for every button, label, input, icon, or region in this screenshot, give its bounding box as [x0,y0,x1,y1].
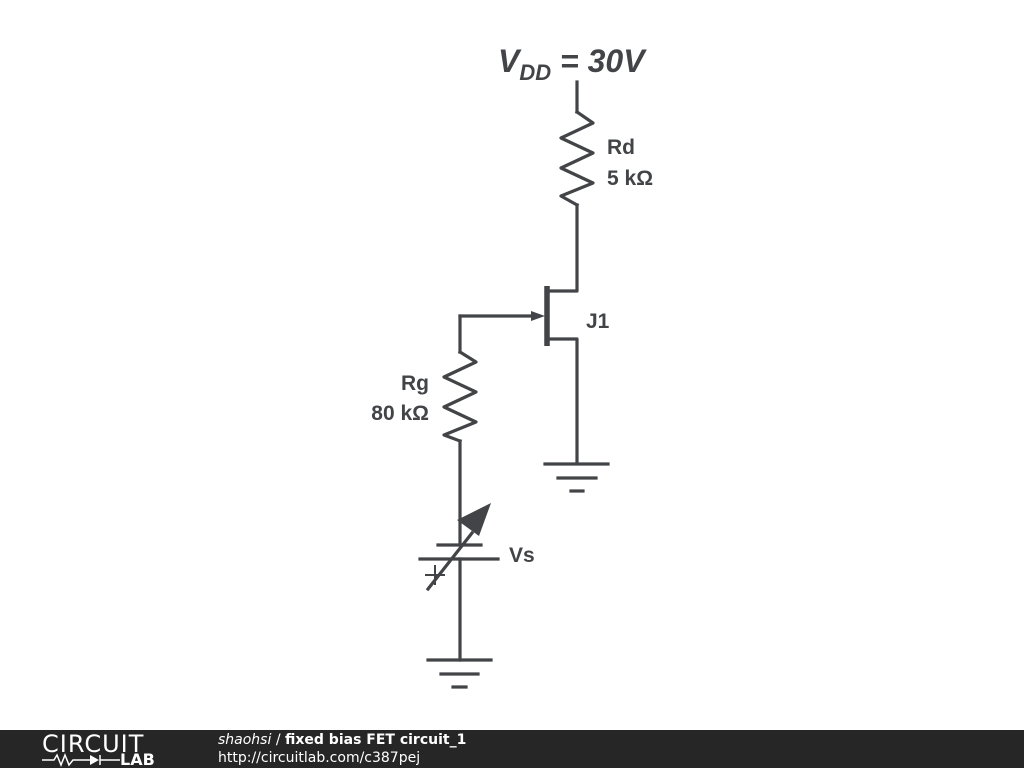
gate-arrow-icon [531,311,545,321]
circuit-title: fixed bias FET circuit_1 [285,732,467,748]
logo-resistor-icon [42,753,120,767]
rd-value-label: 5 kΩ [607,167,653,190]
logo-lab-text: LAB [120,750,155,768]
vs-label: Vs [509,544,535,567]
rd-name-label: Rd [607,136,635,159]
author-link[interactable]: shaohsi [218,732,272,748]
logo-wordmark: CIRCUIT [42,730,145,758]
variable-arrow-icon [457,503,491,536]
rd-resistor [559,109,595,208]
source-wire [547,337,579,465]
rg-value-label: 80 kΩ [371,402,429,425]
vdd-label: VDD = 30V [498,43,647,85]
rg-resistor [442,349,478,444]
footer-title-line: shaohsi / fixed bias FET circuit_1 [218,731,466,749]
rg-name-label: Rg [401,372,429,395]
title-separator: / [271,732,285,748]
circuit-url[interactable]: http://circuitlab.com/c387pej [218,750,421,766]
footer-bar: CIRCUIT LAB shaohsi / fixed bias FET cir… [0,730,1024,768]
footer-info: shaohsi / fixed bias FET circuit_1 http:… [218,731,466,767]
circuitlab-logo[interactable]: CIRCUIT LAB [42,730,177,768]
circuit-schematic: VDD = 30V Rd 5 kΩ J1 Rg 80 kΩ [371,43,653,689]
j1-label: J1 [586,310,610,333]
drain-wire [547,203,579,293]
